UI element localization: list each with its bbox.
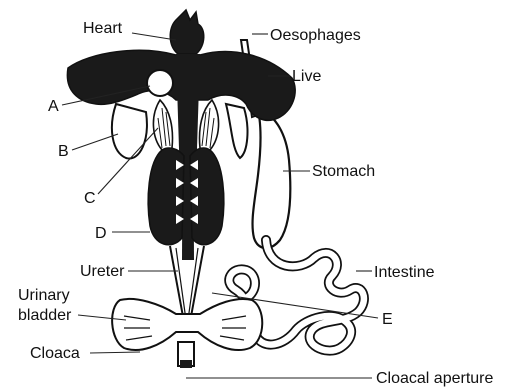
right-lobe [226,104,247,158]
gall-bladder [147,70,173,96]
label-live: Live [292,68,321,85]
label-e: E [382,311,393,328]
label-a: A [48,98,59,115]
label-stomach: Stomach [312,163,375,180]
label-c: C [84,190,96,207]
label-cloacal-aperture: Cloacal aperture [376,370,494,387]
label-cloaca: Cloaca [30,345,80,362]
label-heart: Heart [83,20,123,37]
label-oesophages: Oesophages [270,27,361,44]
heart [170,10,204,54]
label-intestine: Intestine [374,264,435,281]
label-b: B [58,143,69,160]
label-urinary: Urinary [18,287,70,304]
label-ureter: Ureter [80,263,125,280]
label-bladder: bladder [18,307,72,324]
stomach [253,110,291,248]
cloacal-aperture [180,360,192,368]
left-lobe-b [112,104,147,158]
label-d: D [95,225,107,242]
